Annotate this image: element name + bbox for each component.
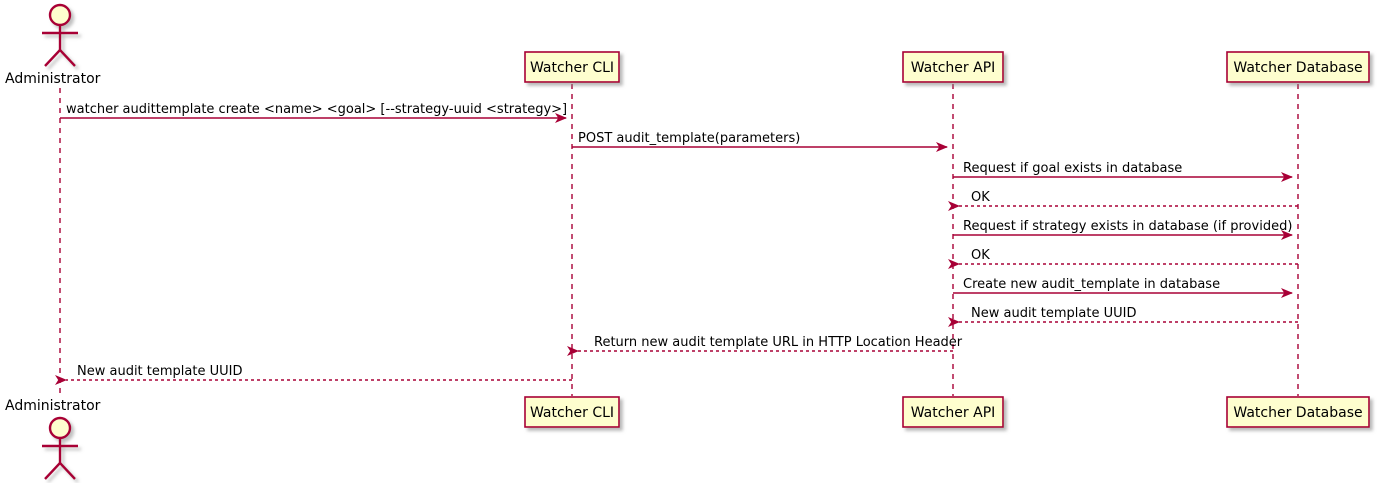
actor-label-administrator-top: Administrator xyxy=(5,71,101,87)
message-label-9: Return new audit template URL in HTTP Lo… xyxy=(594,335,963,350)
actor-administrator-top[interactable]: Administrator xyxy=(5,3,101,87)
message-7[interactable]: Create new audit_template in database xyxy=(953,277,1293,298)
actor-figure-top xyxy=(42,3,78,67)
participant-label-watcher-cli-bottom: Watcher CLI xyxy=(530,405,614,421)
participant-label-watcher-database-bottom: Watcher Database xyxy=(1233,405,1362,421)
participant-box-watcher-cli-bottom[interactable]: Watcher CLI xyxy=(524,396,620,428)
message-9[interactable]: Return new audit template URL in HTTP Lo… xyxy=(567,335,963,356)
participant-label-watcher-cli-top: Watcher CLI xyxy=(530,60,614,76)
message-label-1: watcher audittemplate create <name> <goa… xyxy=(66,102,567,117)
message-5[interactable]: Request if strategy exists in database (… xyxy=(953,219,1293,240)
message-label-6: OK xyxy=(971,248,990,263)
message-label-4: OK xyxy=(971,190,990,205)
participant-box-rect-db-bottom xyxy=(1226,396,1370,428)
actor-administrator-bottom[interactable]: Administrator xyxy=(5,398,101,480)
message-1[interactable]: watcher audittemplate create <name> <goa… xyxy=(60,102,567,123)
participant-box-watcher-database-bottom[interactable]: Watcher Database xyxy=(1226,396,1370,428)
participant-box-rect-db-top xyxy=(1226,51,1370,83)
message-label-10: New audit template UUID xyxy=(77,364,242,379)
message-3[interactable]: Request if goal exists in database xyxy=(953,161,1293,182)
message-label-5: Request if strategy exists in database (… xyxy=(963,219,1292,234)
participant-box-rect-api-bottom xyxy=(902,396,1004,428)
participant-label-watcher-api-bottom: Watcher API xyxy=(911,405,996,421)
participant-box-rect-api-top xyxy=(902,51,1004,83)
message-4[interactable]: OK xyxy=(948,190,1298,211)
message-2[interactable]: POST audit_template(parameters) xyxy=(572,131,948,152)
participant-label-watcher-api-top: Watcher API xyxy=(911,60,996,76)
message-label-7: Create new audit_template in database xyxy=(963,277,1220,292)
participant-label-watcher-database-top: Watcher Database xyxy=(1233,60,1362,76)
lifelines xyxy=(59,84,1299,396)
participant-box-watcher-database-top[interactable]: Watcher Database xyxy=(1226,51,1370,83)
message-label-8: New audit template UUID xyxy=(971,306,1136,321)
message-10[interactable]: New audit template UUID xyxy=(55,364,572,385)
participant-box-watcher-api-bottom[interactable]: Watcher API xyxy=(902,396,1004,428)
message-6[interactable]: OK xyxy=(948,248,1298,269)
participant-box-watcher-cli-top[interactable]: Watcher CLI xyxy=(524,51,620,83)
participant-box-rect-cli-bottom xyxy=(524,396,620,428)
participant-box-rect-cli-top xyxy=(524,51,620,83)
message-label-3: Request if goal exists in database xyxy=(963,161,1182,176)
actor-label-administrator-bottom: Administrator xyxy=(5,398,101,414)
message-label-2: POST audit_template(parameters) xyxy=(578,131,800,146)
message-8[interactable]: New audit template UUID xyxy=(948,306,1298,327)
participant-box-watcher-api-top[interactable]: Watcher API xyxy=(902,51,1004,83)
actor-figure-bottom xyxy=(42,416,78,480)
